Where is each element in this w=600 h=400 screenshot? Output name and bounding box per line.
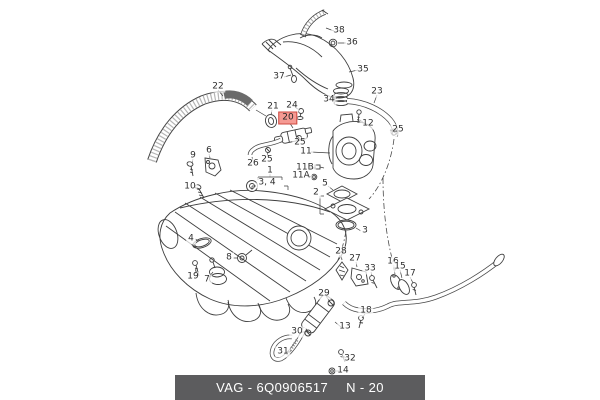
part-callout-3[interactable]: 3 bbox=[360, 225, 370, 237]
part-callout-8[interactable]: 8 bbox=[224, 252, 234, 264]
part-callout-29[interactable]: 29 bbox=[316, 288, 332, 300]
part-callout-9[interactable]: 9 bbox=[188, 150, 198, 162]
part-callout-11b[interactable]: 11B bbox=[294, 162, 316, 174]
grommet-21-art bbox=[264, 114, 278, 128]
part-callout-13[interactable]: 13 bbox=[337, 321, 353, 333]
corrugated-hose-22-art bbox=[147, 90, 267, 163]
part-callout-27[interactable]: 27 bbox=[347, 253, 363, 265]
part-callout-4[interactable]: 4 bbox=[186, 233, 196, 245]
part-callout-6[interactable]: 6 bbox=[204, 145, 214, 157]
egr-valve-art bbox=[269, 294, 346, 375]
footer-part-bar: VAG - 6Q0906517 N - 20 bbox=[175, 375, 425, 400]
part-callout-31[interactable]: 31 bbox=[275, 346, 291, 358]
footer-page-ref: N - 20 bbox=[346, 380, 384, 395]
part-callout-3-4[interactable]: 3, 4 bbox=[256, 177, 278, 189]
breather-hose-art bbox=[299, 9, 329, 38]
part-callout-12[interactable]: 12 bbox=[360, 118, 376, 130]
part-callout-1[interactable]: 1 bbox=[265, 165, 275, 177]
part-callout-18[interactable]: 18 bbox=[358, 305, 374, 317]
part-callout-11a[interactable]: 11A bbox=[290, 170, 312, 182]
part-callout-30[interactable]: 30 bbox=[289, 326, 305, 338]
part-callout-2[interactable]: 2 bbox=[311, 187, 321, 199]
part-callout-32[interactable]: 32 bbox=[342, 353, 358, 365]
part-callout-34[interactable]: 34 bbox=[321, 94, 337, 106]
part-callout-19[interactable]: 19 bbox=[185, 271, 201, 283]
part-callout-33[interactable]: 33 bbox=[362, 263, 378, 275]
part-callout-10[interactable]: 10 bbox=[182, 181, 198, 193]
part-callout-25[interactable]: 25 bbox=[292, 137, 308, 149]
egr-flange-parts-art bbox=[335, 261, 417, 296]
egr-pipe-art bbox=[342, 253, 505, 329]
part-callout-37[interactable]: 37 bbox=[271, 71, 287, 83]
gasket-stack-art bbox=[323, 185, 371, 231]
clip-37-art bbox=[287, 64, 297, 83]
part-callout-38[interactable]: 38 bbox=[331, 25, 347, 37]
part-callout-15[interactable]: 15 bbox=[392, 261, 408, 273]
part-callout-26[interactable]: 26 bbox=[245, 158, 261, 170]
part-callout-22[interactable]: 22 bbox=[210, 81, 226, 93]
part-callout-25[interactable]: 25 bbox=[390, 124, 406, 136]
part-callout-23[interactable]: 23 bbox=[369, 86, 385, 98]
part-callout-7[interactable]: 7 bbox=[202, 274, 212, 286]
grommet-36-art bbox=[328, 38, 338, 48]
part-callout-36[interactable]: 36 bbox=[344, 37, 360, 49]
part-callout-21[interactable]: 21 bbox=[265, 101, 281, 113]
part-callout-11[interactable]: 11 bbox=[298, 146, 314, 158]
part-callout-28[interactable]: 28 bbox=[333, 246, 349, 258]
part-callout-24[interactable]: 24 bbox=[284, 100, 300, 112]
part-callout-17[interactable]: 17 bbox=[402, 268, 418, 280]
part-callout-14[interactable]: 14 bbox=[335, 365, 351, 377]
footer-part-number: VAG - 6Q0906517 bbox=[216, 380, 329, 395]
part-callout-5[interactable]: 5 bbox=[320, 178, 330, 190]
part-callout-25[interactable]: 25 bbox=[259, 154, 275, 166]
part-callout-20[interactable]: 20 bbox=[278, 111, 298, 125]
air-duct-art bbox=[261, 33, 355, 99]
throttle-body-art bbox=[310, 109, 377, 181]
hose-26-art bbox=[247, 137, 283, 156]
part-callout-35[interactable]: 35 bbox=[355, 64, 371, 76]
